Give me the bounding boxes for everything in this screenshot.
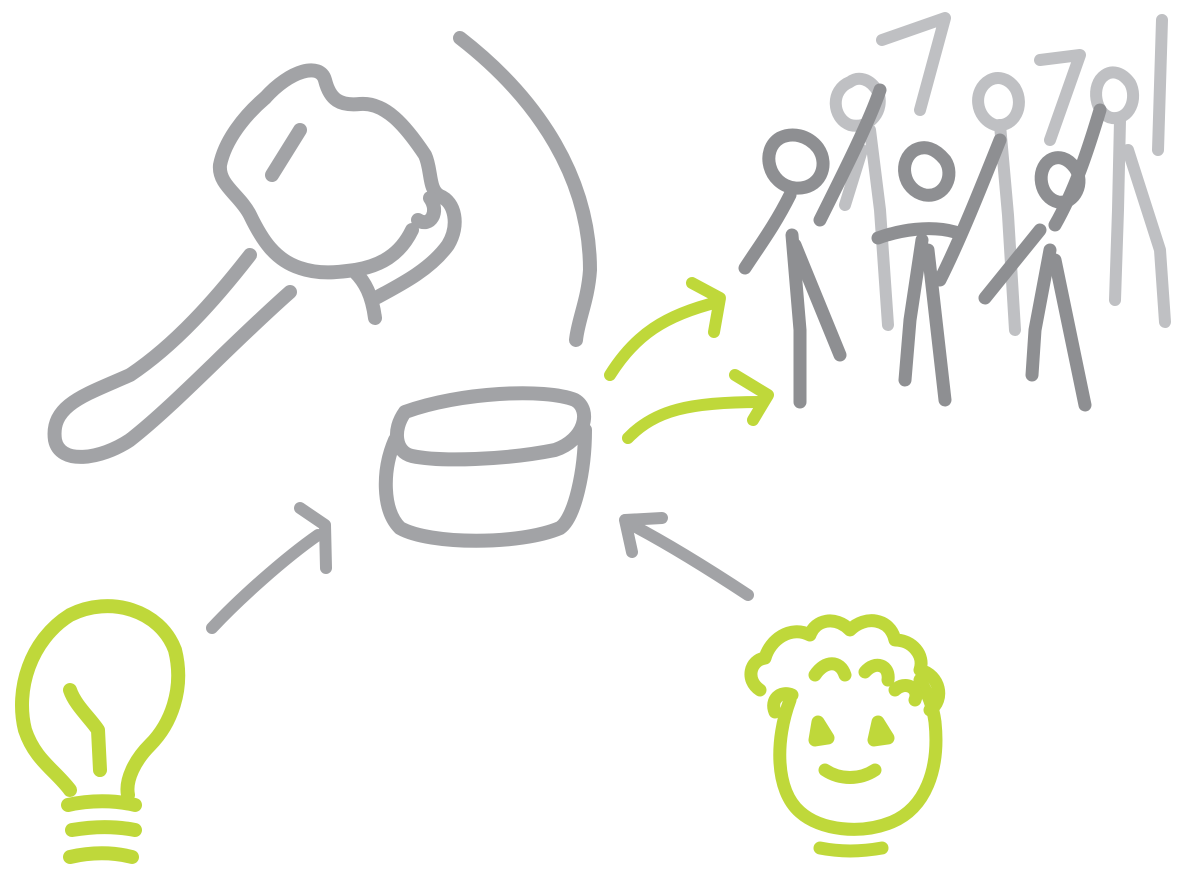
arrow-database-to-crowd-upper: [610, 283, 720, 375]
arrow-person-to-database: [625, 518, 748, 595]
arrow-idea-to-database: [212, 508, 326, 628]
magnifier-icon: [55, 70, 455, 457]
crowd-icon: [745, 18, 1165, 405]
arc-line: [460, 38, 590, 340]
arrow-database-to-crowd-lower: [628, 375, 768, 438]
database-icon: [386, 393, 585, 541]
lightbulb-icon: [22, 606, 178, 857]
smiling-person-icon: [751, 621, 939, 851]
